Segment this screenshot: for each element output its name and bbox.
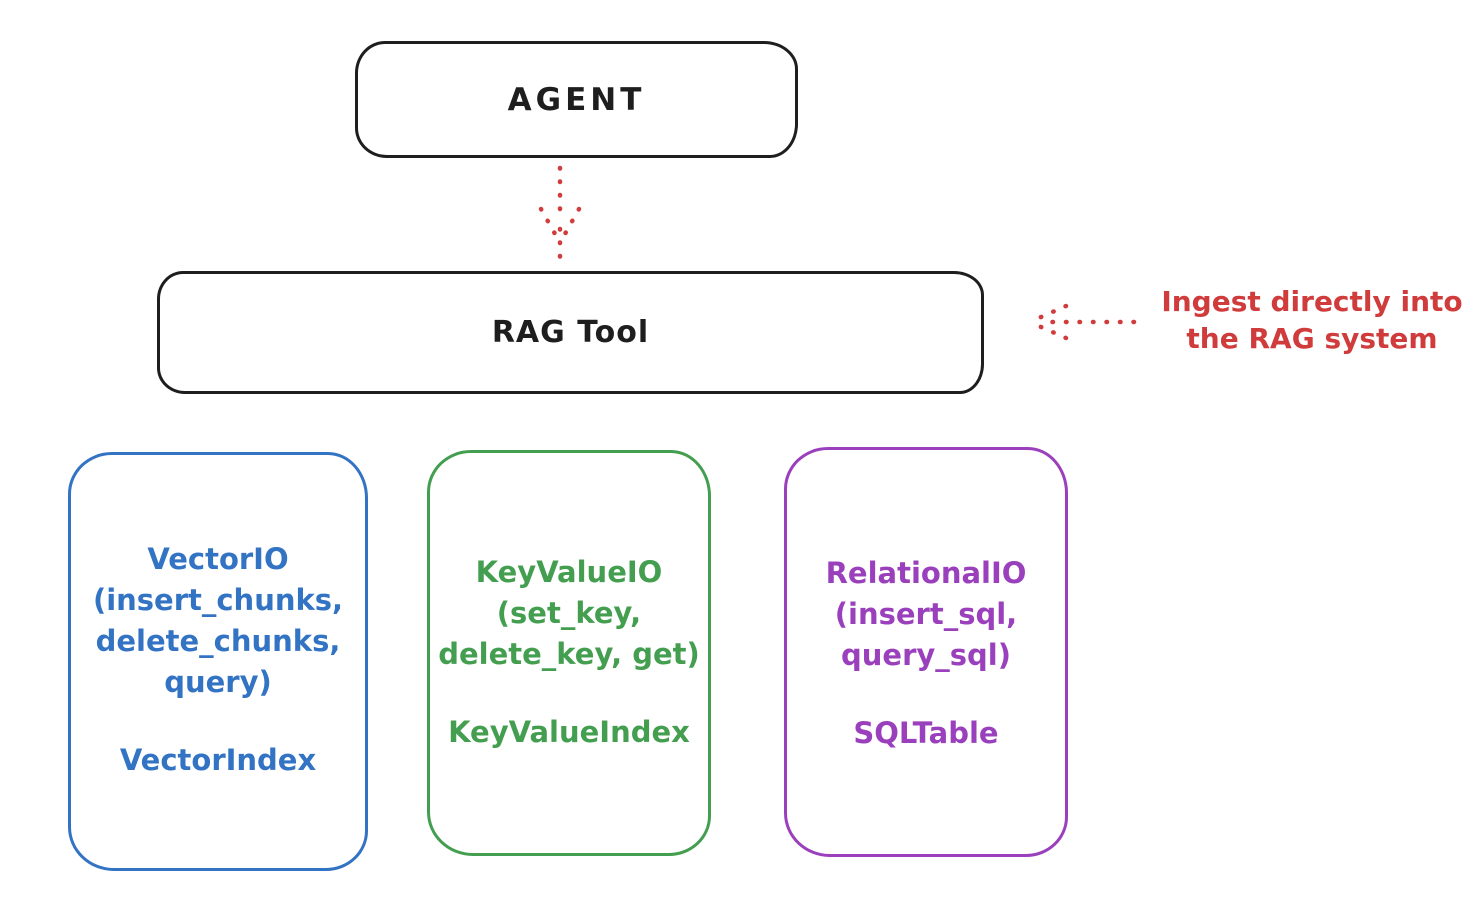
keyvalue-io-line: KeyValueIO: [475, 555, 663, 589]
relational-io-line: query_sql): [841, 638, 1011, 672]
arrowhead-right: [558, 206, 582, 244]
keyvalue-io-line: delete_key, get): [438, 637, 700, 671]
ingest-annotation: Ingest directly into the RAG system: [1140, 283, 1484, 357]
arrowhead-left: [538, 206, 562, 244]
rag-tool-label: RAG Tool: [491, 315, 650, 350]
relational-io-line: (insert_sql,: [834, 597, 1018, 631]
vector-io-line: (insert_chunks,: [92, 583, 344, 617]
arrowhead-top: [1029, 303, 1069, 324]
ingest-annotation-line1: Ingest directly into: [1161, 285, 1463, 318]
relational-io-node: RelationalIO (insert_sql, query_sql) SQL…: [784, 447, 1068, 857]
vector-io-line: delete_chunks,: [95, 624, 341, 658]
arrowhead-bottom: [1029, 320, 1069, 341]
vector-io-line: query): [164, 665, 272, 699]
keyvalue-io-node: KeyValueIO (set_key, delete_key, get) Ke…: [427, 450, 711, 856]
relational-io-line: RelationalIO: [825, 556, 1027, 590]
agent-to-rag-dotted-arrow: [538, 165, 582, 260]
keyvalue-io-description: KeyValueIO (set_key, delete_key, get): [430, 552, 708, 675]
rag-tool-node: RAG Tool: [157, 271, 984, 394]
agent-label: AGENT: [507, 81, 646, 118]
sqltable-label: SQLTable: [853, 716, 999, 750]
vector-io-description: VectorIO (insert_chunks, delete_chunks, …: [71, 539, 365, 703]
keyvalue-index-label: KeyValueIndex: [448, 715, 690, 749]
agent-node: AGENT: [355, 41, 798, 158]
vector-io-line: VectorIO: [147, 542, 289, 576]
ingest-annotation-line2: the RAG system: [1186, 322, 1438, 355]
vector-io-node: VectorIO (insert_chunks, delete_chunks, …: [68, 452, 368, 871]
annotation-to-rag-dotted-arrow: [1029, 303, 1137, 341]
vector-index-label: VectorIndex: [119, 743, 317, 777]
relational-io-description: RelationalIO (insert_sql, query_sql): [787, 553, 1065, 676]
keyvalue-io-line: (set_key,: [496, 596, 642, 630]
